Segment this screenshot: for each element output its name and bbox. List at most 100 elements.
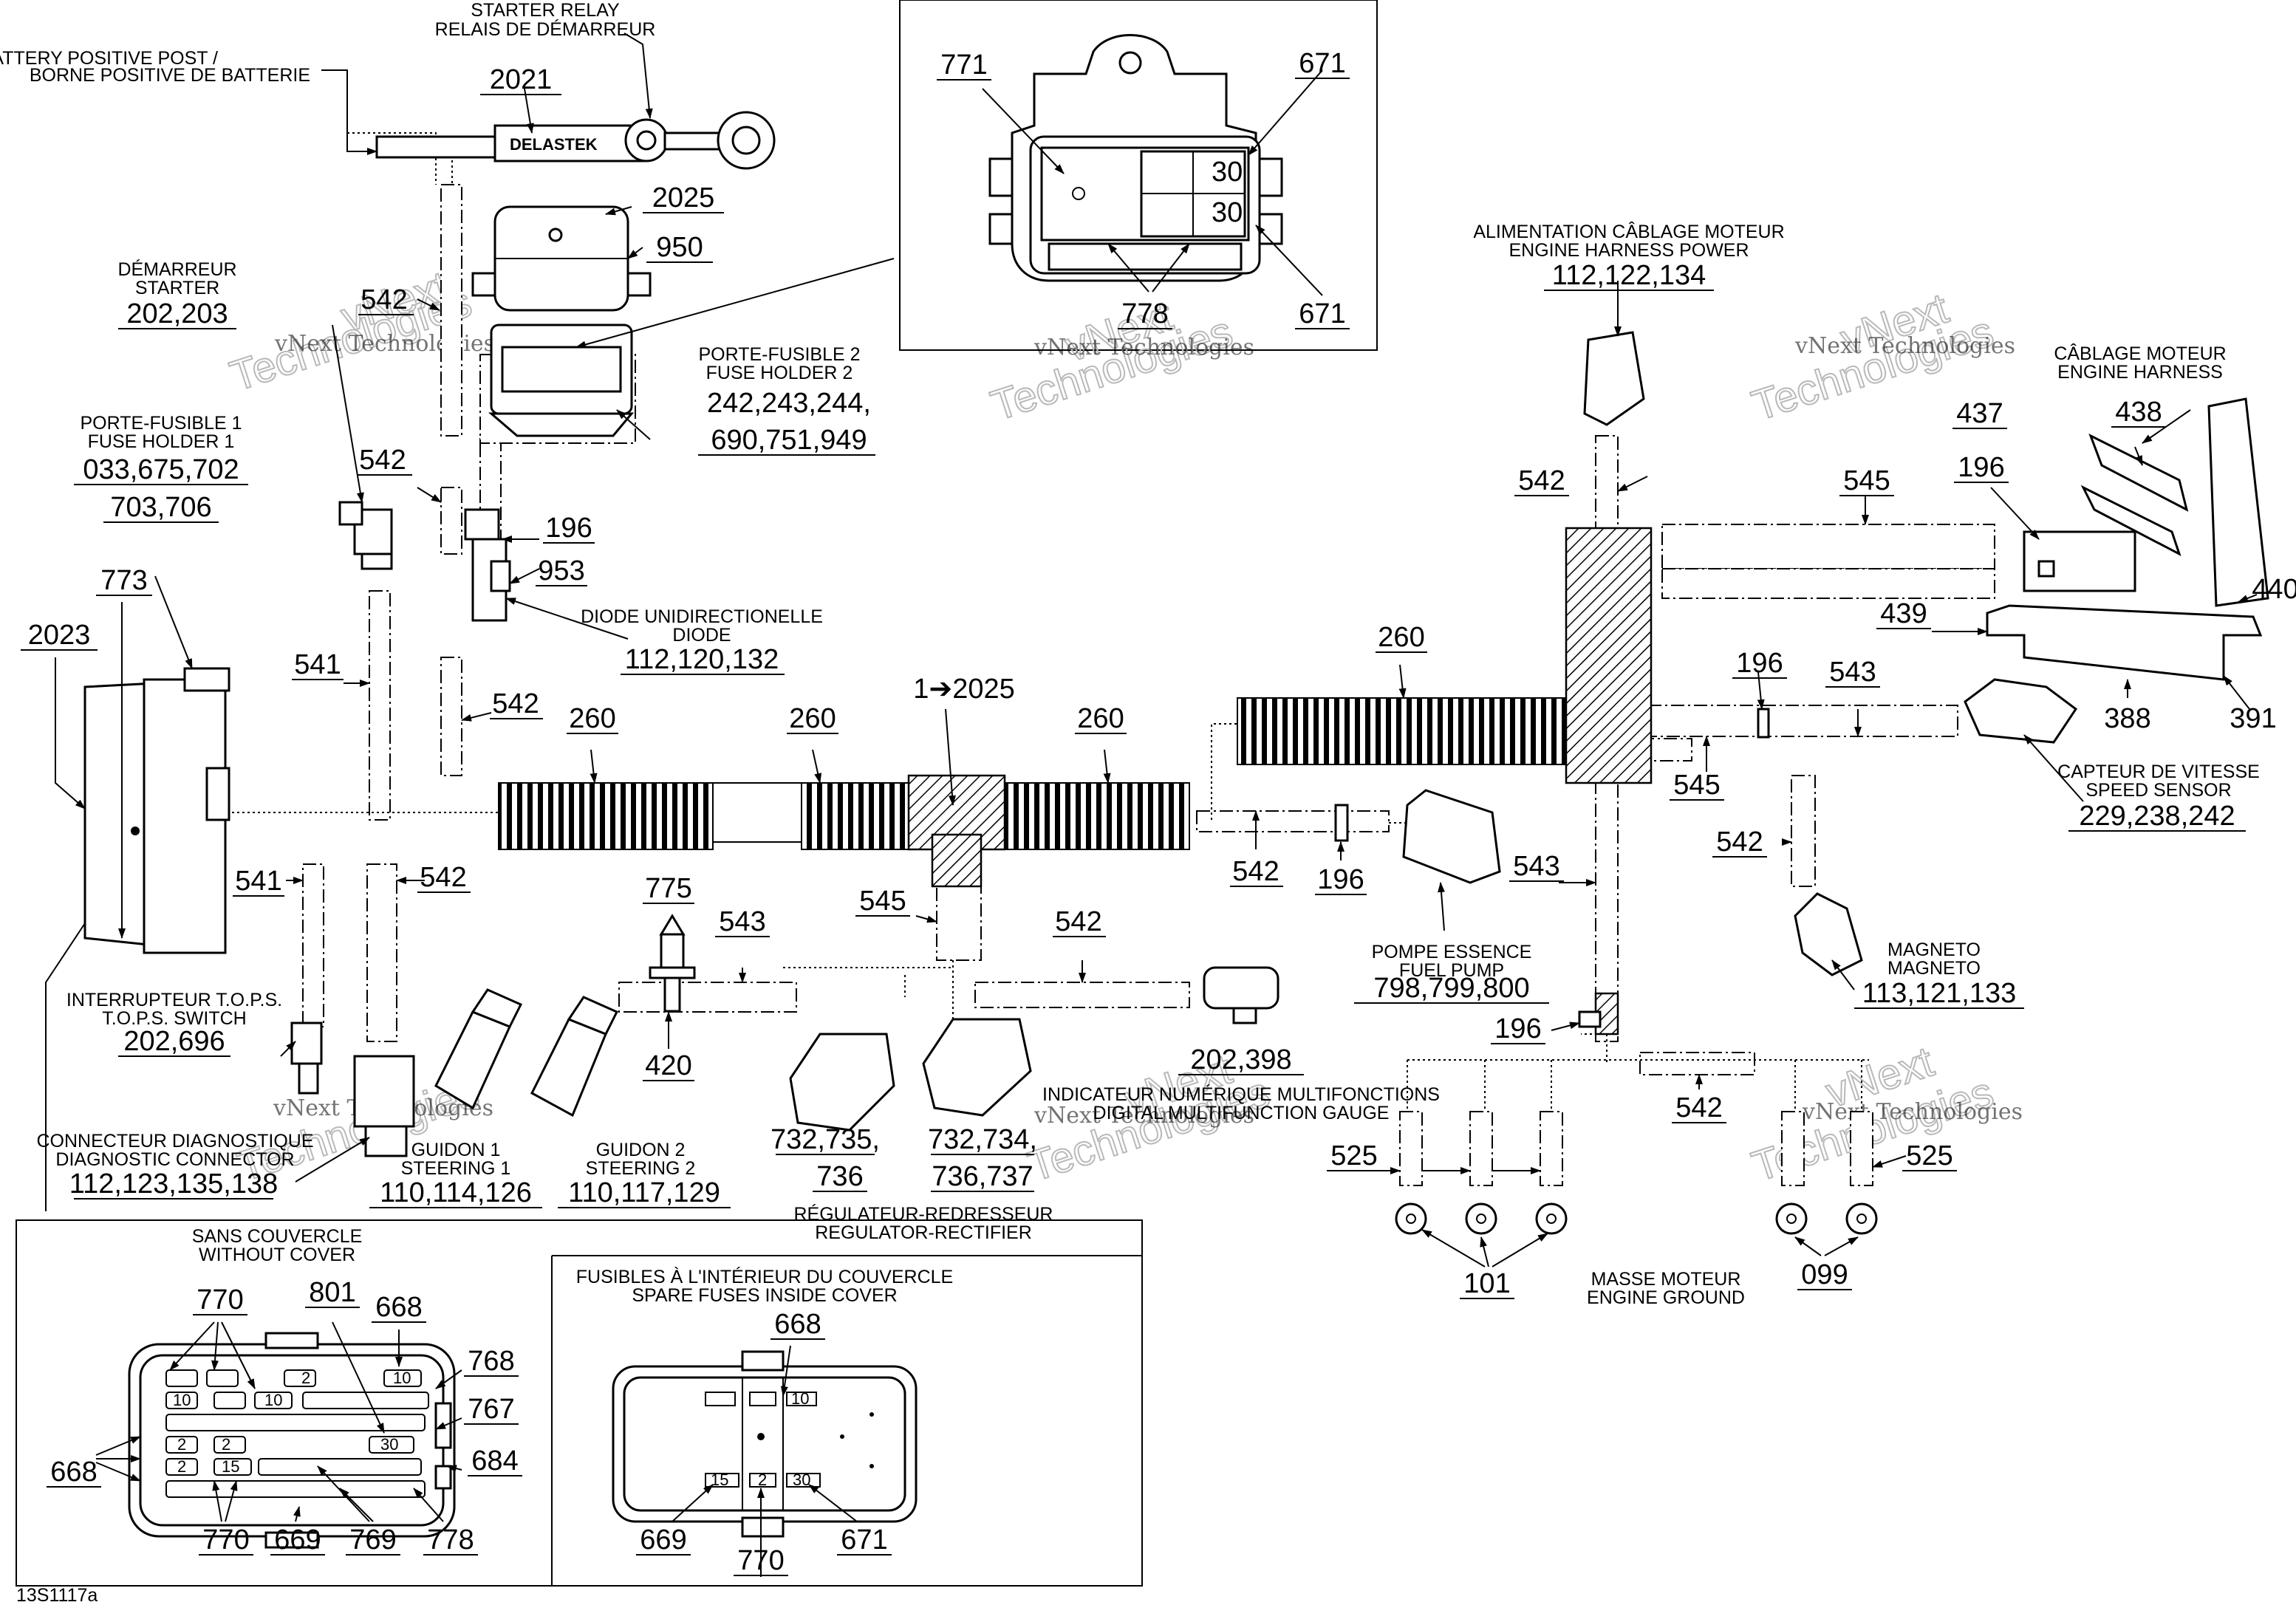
speed-sensor-connector[interactable] [1964, 678, 2078, 744]
part-669-b: 669 [640, 1524, 686, 1556]
part-953: 953 [538, 555, 584, 586]
connector-196-pump[interactable] [1334, 804, 1349, 842]
part-771: 771 [940, 49, 987, 81]
magneto-label-fr: MAGNETO [1887, 940, 1981, 960]
part-420: 420 [645, 1050, 691, 1081]
steering-1-connector[interactable] [434, 988, 523, 1110]
svg-text:2: 2 [222, 1435, 230, 1454]
part-542-b: 542 [359, 445, 406, 476]
steering-2-label-fr: GUIDON 2 [596, 1140, 686, 1160]
part-reg-b-nums-2: 736,737 [932, 1161, 1033, 1192]
svg-text:30: 30 [1212, 157, 1243, 188]
engine-ground-label-fr: MASSE MOTEUR [1591, 1269, 1741, 1290]
fuse-holder-2[interactable] [488, 324, 635, 437]
part-reg-a-nums-1: 732,735, [771, 1124, 880, 1155]
regulator-label-en: REGULATOR-RECTIFIER [815, 1222, 1032, 1243]
part-545-c: 545 [1673, 770, 1720, 801]
svg-text:2: 2 [301, 1369, 310, 1387]
part-543-c: 543 [1829, 657, 1876, 688]
part-801: 801 [309, 1277, 355, 1308]
fuse-box-cover[interactable]: 10 15 2 30 [612, 1350, 918, 1538]
part-684: 684 [471, 1445, 518, 1476]
part-541-a: 541 [294, 649, 341, 680]
steering-2-connector[interactable] [530, 996, 619, 1118]
magneto-connector[interactable] [1794, 892, 1863, 976]
part-542-h: 542 [1716, 827, 1763, 858]
starter-connector[interactable] [338, 501, 393, 570]
part-542-g: 542 [1518, 465, 1565, 496]
engine-harness-power-connector[interactable] [1583, 331, 1645, 426]
engine-harness-connectors[interactable] [1986, 397, 2269, 681]
svg-text:vNext Technologies: vNext Technologies [1033, 335, 1254, 360]
part-diag-nums: 112,123,135,138 [69, 1168, 278, 1200]
part-260-d: 260 [1378, 622, 1424, 653]
fuel-pump-connector[interactable] [1402, 789, 1501, 884]
diode-connector[interactable] [464, 508, 511, 622]
relay-cover[interactable] [471, 205, 652, 312]
regulator-connector-a[interactable] [789, 1033, 895, 1132]
connector-196-right[interactable] [1757, 708, 1770, 739]
part-1-2025: 1➔2025 [913, 674, 1015, 705]
part-671-c: 671 [841, 1524, 887, 1556]
ground-ring-terminals[interactable] [1395, 1202, 1878, 1235]
fuse-holder-2-label-en: FUSE HOLDER 2 [706, 363, 853, 383]
part-starter-nums: 202,203 [126, 298, 228, 329]
relay-detail: 30 30 [988, 34, 1283, 282]
part-reg-b-nums-1: 732,734, [928, 1124, 1037, 1155]
starter-label-fr: DÉMARREUR [117, 259, 236, 280]
tops-switch[interactable] [290, 1021, 323, 1095]
part-260-b: 260 [789, 703, 836, 734]
spare-fuses-label-fr: FUSIBLES À L'INTÉRIEUR DU COUVERCLE [576, 1266, 953, 1287]
part-668-c: 668 [774, 1309, 821, 1340]
fuse-box-without-cover[interactable]: 10 10 10 2 2 2 15 2 30 [128, 1332, 456, 1549]
svg-text:10: 10 [393, 1369, 411, 1387]
steering-1-label-en: STEERING 1 [401, 1158, 511, 1179]
sensor-775[interactable] [649, 914, 696, 1013]
part-770-c: 770 [737, 1545, 784, 1576]
part-543-b: 543 [1513, 851, 1559, 882]
ecu-module[interactable] [83, 667, 230, 954]
part-778-b: 778 [427, 1524, 474, 1556]
part-196-c: 196 [1958, 452, 2004, 483]
part-769: 769 [349, 1524, 396, 1556]
part-gauge-nums: 202,398 [1190, 1044, 1291, 1075]
part-541-b: 541 [235, 866, 281, 897]
svg-text:30: 30 [1212, 197, 1243, 228]
fuse-holder-1-label-en: FUSE HOLDER 1 [88, 431, 235, 452]
leader-lines [45, 32, 2258, 1577]
part-545-b: 545 [1843, 465, 1890, 496]
part-pump-nums: 798,799,800 [1373, 973, 1529, 1004]
part-099: 099 [1801, 1259, 1848, 1290]
engine-harness-power-label-fr: ALIMENTATION CÂBLAGE MOTEUR [1473, 221, 1784, 242]
part-speed-nums: 229,238,242 [2079, 801, 2235, 832]
gauge-label-en: DIGITAL MULTIFUNCTION GAUGE [1093, 1103, 1390, 1123]
diode-label-fr: DIODE UNIDIRECTIONELLE [581, 606, 823, 627]
connector-196-ground[interactable] [1578, 1010, 1602, 1028]
part-388: 388 [2104, 703, 2150, 734]
part-steer2-nums: 110,117,129 [568, 1177, 720, 1208]
gauge-connector[interactable] [1203, 966, 1279, 1024]
regulator-label-fr: RÉGULATEUR-REDRESSEUR [794, 1203, 1053, 1225]
starter-label-en: STARTER [135, 278, 219, 298]
fuel-pump-label-en: FUEL PUMP [1399, 960, 1504, 981]
regulator-connector-b[interactable] [922, 1018, 1032, 1117]
part-767: 767 [468, 1394, 514, 1425]
part-2021: 2021 [490, 64, 553, 95]
part-fuse2-nums-a: 242,243,244, [707, 388, 871, 419]
diagnostic-connector-label-en: DIAGNOSTIC CONNECTOR [55, 1149, 294, 1170]
part-438: 438 [2115, 397, 2162, 428]
part-tops-nums: 202,696 [123, 1026, 225, 1057]
svg-text:15: 15 [711, 1471, 728, 1489]
svg-text:vNext Technologies: vNext Technologies [1802, 1099, 2023, 1125]
svg-text:2: 2 [758, 1471, 767, 1489]
part-260-c: 260 [1077, 703, 1124, 734]
part-525-b: 525 [1906, 1140, 1952, 1171]
part-260-a: 260 [569, 703, 615, 734]
relay-detail-frame [899, 0, 1378, 351]
battery-cable[interactable]: DELASTEK [375, 111, 776, 170]
part-437: 437 [1956, 398, 2003, 429]
part-669-a: 669 [274, 1524, 321, 1556]
part-391: 391 [2230, 703, 2276, 734]
